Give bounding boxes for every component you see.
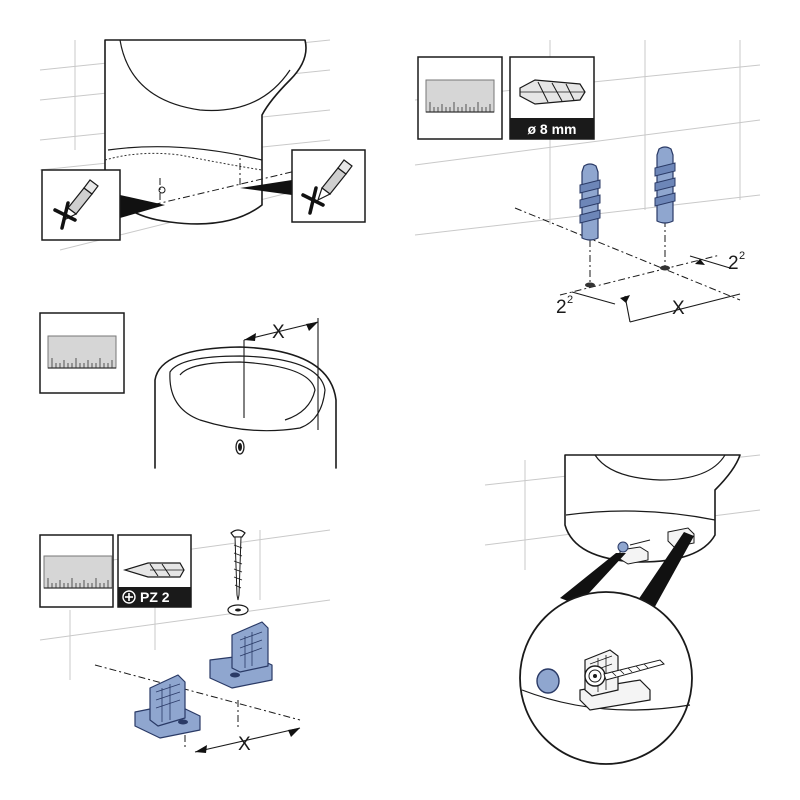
cover-cap — [536, 668, 560, 694]
dimension-lines — [194, 727, 301, 753]
ruler-icon — [43, 555, 113, 589]
wall-plug-right — [654, 146, 676, 224]
cross-mark-icon — [301, 186, 325, 215]
driver-bit-label: PZ 2 — [140, 589, 170, 605]
bracket-right — [209, 621, 273, 689]
panel-mount-brackets: PZ 2 — [39, 529, 331, 755]
dimension-lines — [571, 255, 741, 323]
ruler-icon — [47, 335, 117, 369]
panel-drill-holes: ø 8 mm X 2 2 2 2 — [414, 40, 761, 323]
dim-offset-right-label: 2 — [728, 253, 739, 274]
panel-fixed-detail — [484, 454, 761, 765]
cross-mark-icon — [53, 201, 77, 230]
screwdriver-icon — [122, 562, 185, 578]
washer — [227, 604, 249, 616]
dim-offset-right-sup: 2 — [739, 250, 745, 262]
floor-lines — [514, 175, 741, 301]
dim-offset-left-label: 2 — [556, 297, 567, 318]
drill-size-label: ø 8 mm — [527, 121, 576, 137]
drill-size-badge — [510, 118, 594, 139]
screw — [230, 529, 246, 601]
panel-measure: X — [39, 312, 337, 469]
toilet-body — [564, 454, 741, 563]
driver-bit-badge — [118, 587, 191, 607]
detail-magnifier — [519, 591, 693, 765]
bracket-left — [134, 674, 201, 739]
callout-pointer-left — [560, 553, 626, 605]
callout-pointer-left — [120, 195, 165, 218]
dim-x-label: X — [672, 298, 685, 319]
cover-cap-mini — [617, 541, 629, 553]
dimension-lines — [243, 318, 319, 430]
callout-pointer-right — [240, 180, 292, 195]
drill-bit-icon — [519, 79, 586, 105]
bracket-detail — [579, 649, 665, 711]
wall-plug-left — [579, 163, 601, 241]
toilet-underside — [154, 346, 337, 469]
callout-pointer-right — [634, 532, 694, 612]
dim-offset-left-sup: 2 — [567, 294, 573, 306]
dim-x-label: X — [238, 734, 251, 755]
dim-x-label: X — [272, 322, 285, 343]
phillips-icon — [122, 590, 136, 604]
ruler-icon — [425, 79, 495, 113]
panel-mark-holes — [39, 39, 366, 251]
